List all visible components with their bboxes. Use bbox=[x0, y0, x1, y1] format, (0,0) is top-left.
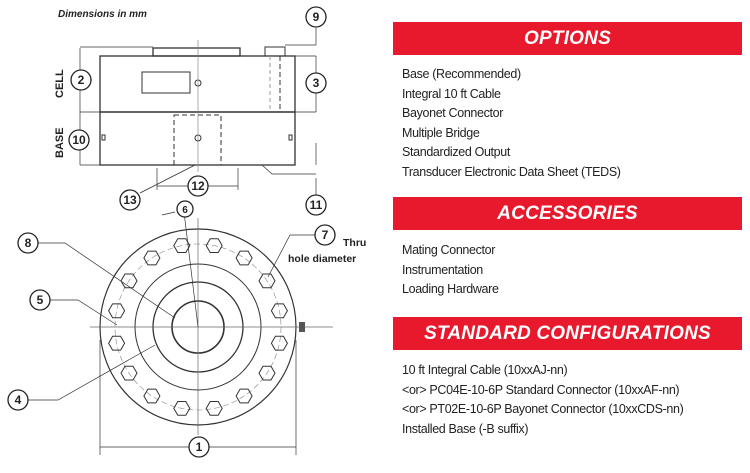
options-item: Standardized Output bbox=[402, 145, 511, 159]
callout-8: 8 bbox=[17, 232, 39, 254]
configuration-item: 10 ft Integral Cable (10xxAJ-nn) bbox=[402, 363, 568, 377]
bolt-hole-hex bbox=[108, 303, 126, 319]
bolt-hole-hex bbox=[205, 238, 223, 253]
bolt-hole-hex bbox=[205, 401, 223, 416]
configuration-item: <or> PC04E-10-6P Standard Connector (10x… bbox=[402, 382, 680, 397]
callout-10: 10 bbox=[68, 129, 90, 151]
svg-text:4: 4 bbox=[15, 393, 22, 407]
svg-text:6: 6 bbox=[182, 205, 188, 216]
bolt-hole-hex bbox=[173, 401, 191, 416]
callout-12: 12 bbox=[187, 175, 209, 197]
bolt-hole-hex bbox=[173, 238, 191, 253]
dimensions-note: Dimensions in mm bbox=[58, 9, 147, 20]
bolt-hole-hex bbox=[270, 303, 288, 319]
callout-13: 13 bbox=[119, 189, 141, 211]
dimension-drawing: Dimensions in mm CELL BASE bbox=[7, 6, 369, 458]
accessories-banner: ACCESSORIES bbox=[393, 197, 742, 230]
svg-text:9: 9 bbox=[313, 10, 320, 24]
svg-text:3: 3 bbox=[313, 76, 320, 90]
svg-text:8: 8 bbox=[25, 236, 32, 250]
standard-configurations-banner: STANDARD CONFIGURATIONS bbox=[393, 317, 742, 350]
options-list: Base (Recommended) Integral 10 ft Cable … bbox=[402, 65, 621, 182]
svg-text:2: 2 bbox=[78, 73, 85, 87]
cell-label: CELL bbox=[54, 69, 66, 98]
bolt-hole-hex bbox=[258, 273, 276, 289]
options-item: Multiple Bridge bbox=[402, 125, 480, 140]
callout-11: 11 bbox=[305, 194, 327, 216]
callout-6: 6 bbox=[176, 200, 194, 218]
bolt-hole-hex bbox=[270, 335, 288, 351]
configuration-item: <or> PT02E-10-6P Bayonet Connector (10xx… bbox=[402, 402, 684, 416]
accessories-item: Instrumentation bbox=[402, 262, 483, 277]
callout-2: 2 bbox=[70, 69, 92, 91]
svg-text:13: 13 bbox=[123, 193, 137, 207]
bolt-hole-hex bbox=[143, 388, 161, 404]
svg-text:5: 5 bbox=[37, 293, 44, 307]
configuration-item: Installed Base (-B suffix) bbox=[402, 421, 529, 436]
svg-text:10: 10 bbox=[72, 133, 86, 147]
bolt-hole-hex bbox=[108, 335, 126, 351]
base-label: BASE bbox=[54, 127, 66, 158]
thru-hole-label: Thru hole diameter bbox=[288, 237, 369, 265]
options-item: Integral 10 ft Cable bbox=[402, 86, 501, 101]
options-item: Transducer Electronic Data Sheet (TEDS) bbox=[402, 164, 621, 179]
bolt-hole-hex bbox=[120, 365, 138, 381]
standard-configurations-list: 10 ft Integral Cable (10xxAJ-nn) <or> PC… bbox=[402, 361, 684, 439]
svg-text:1: 1 bbox=[196, 440, 203, 454]
accessories-list: Mating Connector Instrumentation Loading… bbox=[402, 241, 499, 300]
side-view bbox=[79, 28, 317, 195]
callout-9: 9 bbox=[305, 6, 327, 28]
svg-text:7: 7 bbox=[322, 228, 329, 242]
callout-5: 5 bbox=[29, 289, 51, 311]
bolt-hole-hex bbox=[235, 388, 253, 404]
bolt-hole-hex bbox=[258, 365, 276, 381]
accessories-item: Mating Connector bbox=[402, 243, 496, 257]
svg-text:12: 12 bbox=[191, 179, 205, 193]
svg-text:11: 11 bbox=[310, 198, 323, 212]
bolt-hole-hex bbox=[143, 250, 161, 266]
callout-3: 3 bbox=[305, 72, 327, 94]
options-item: Base (Recommended) bbox=[402, 67, 521, 81]
options-banner: OPTIONS bbox=[393, 22, 742, 55]
callout-4: 4 bbox=[7, 389, 29, 411]
bolt-hole-hex bbox=[235, 250, 253, 266]
accessories-item: Loading Hardware bbox=[402, 282, 499, 296]
callout-1: 1 bbox=[188, 436, 210, 458]
callout-7: 7 bbox=[314, 224, 336, 246]
top-view bbox=[28, 211, 333, 455]
options-item: Bayonet Connector bbox=[402, 106, 504, 120]
